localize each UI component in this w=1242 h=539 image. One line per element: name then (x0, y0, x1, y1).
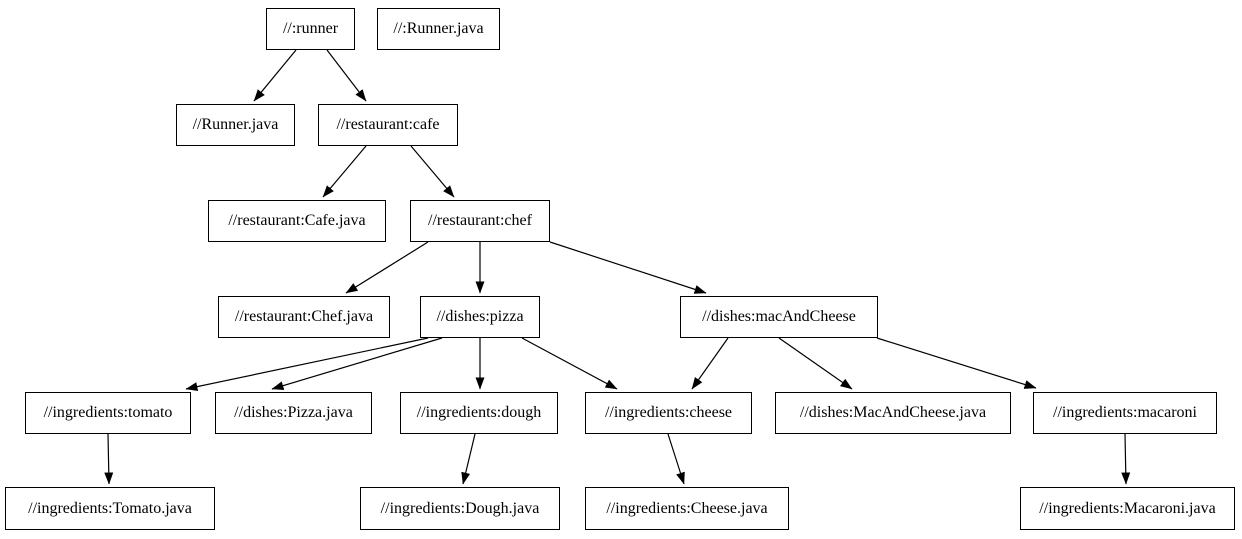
graph-node-label: //ingredients:Dough.java (380, 499, 540, 517)
graph-node-label: //ingredients:cheese (604, 404, 733, 421)
edge-mac-and-cheese-to-cheese (691, 337, 729, 390)
graph-node-label: //ingredients:Cheese.java (606, 499, 768, 517)
edge-runner-to-cafe (326, 49, 367, 102)
graph-node-runner: //:runner (266, 8, 355, 50)
dependency-edges (104, 49, 1131, 485)
graph-node-label: //Runner.java (192, 116, 279, 133)
graph-node-label: //ingredients:Tomato.java (28, 499, 192, 517)
graph-node-cafe: //restaurant:cafe (318, 104, 458, 146)
graph-node-label: //restaurant:chef (428, 212, 532, 229)
graph-node-cheese-java: //ingredients:Cheese.java (585, 487, 789, 530)
edge-pizza-to-pizza-java (271, 337, 443, 391)
graph-node-runner-java-top: //:Runner.java (377, 8, 500, 50)
edge-cafe-to-cafe-java (322, 145, 367, 198)
graph-node-cafe-java: //restaurant:Cafe.java (208, 200, 386, 242)
graph-node-tomato-java: //ingredients:Tomato.java (5, 487, 215, 530)
graph-node-label: //ingredients:macaroni (1053, 404, 1197, 421)
edge-mac-and-cheese-to-mac-and-cheese-java (778, 337, 853, 390)
graph-node-tomato: //ingredients:tomato (25, 392, 191, 434)
graph-node-dough: //ingredients:dough (400, 392, 558, 434)
graph-node-macaroni-java: //ingredients:Macaroni.java (1020, 487, 1235, 530)
graph-node-label: //:runner (282, 20, 339, 37)
graph-node-chef-java: //restaurant:Chef.java (218, 296, 390, 338)
edge-macaroni-to-macaroni-java (1121, 433, 1131, 485)
edge-pizza-to-cheese (521, 337, 618, 390)
graph-node-label: //dishes:MacAndCheese.java (799, 404, 987, 421)
graph-node-label: //:Runner.java (393, 20, 484, 37)
graph-node-label: //restaurant:Chef.java (234, 308, 374, 325)
graph-node-mac-and-cheese: //dishes:macAndCheese (680, 296, 878, 338)
edge-cheese-to-cheese-java (667, 433, 685, 485)
edge-chef-to-mac-and-cheese (549, 241, 707, 294)
graph-node-runner-java: //Runner.java (176, 104, 295, 146)
edge-dough-to-dough-java (461, 433, 476, 485)
edge-tomato-to-tomato-java (104, 433, 114, 485)
edge-mac-and-cheese-to-macaroni (876, 337, 1037, 389)
graph-node-label: //ingredients:Macaroni.java (1039, 499, 1216, 517)
graph-node-chef: //restaurant:chef (410, 200, 550, 242)
graph-node-macaroni: //ingredients:macaroni (1033, 392, 1217, 434)
graph-node-pizza-java: //dishes:Pizza.java (215, 392, 372, 434)
graph-node-label: //dishes:Pizza.java (234, 404, 353, 421)
graph-node-label: //dishes:macAndCheese (702, 308, 856, 325)
graph-node-label: //dishes:pizza (436, 308, 524, 325)
edge-chef-to-chef-java (345, 241, 429, 294)
graph-node-cheese: //ingredients:cheese (585, 392, 752, 434)
edge-cafe-to-chef (410, 145, 455, 198)
graph-node-label: //restaurant:Cafe.java (228, 212, 366, 229)
graph-node-label: //ingredients:tomato (43, 404, 173, 421)
edge-runner-to-runner-java (253, 49, 297, 102)
edge-pizza-to-tomato (185, 337, 429, 392)
graph-node-label: //ingredients:dough (416, 404, 542, 421)
graph-node-mac-and-cheese-java: //dishes:MacAndCheese.java (775, 392, 1011, 434)
graph-node-pizza: //dishes:pizza (420, 296, 540, 338)
graph-node-dough-java: //ingredients:Dough.java (360, 487, 560, 530)
graph-node-label: //restaurant:cafe (336, 116, 440, 133)
